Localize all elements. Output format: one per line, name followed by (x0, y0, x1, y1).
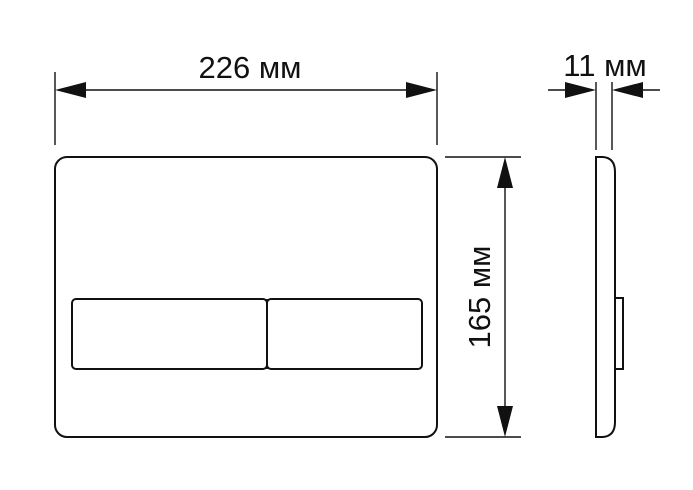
large-flush-button (266, 298, 423, 370)
depth-arrow-left (565, 82, 596, 98)
side-mounting-tab (615, 297, 624, 370)
height-arrow-top (497, 157, 513, 188)
width-arrow-right (406, 82, 437, 98)
flush-plate-outline (54, 156, 438, 438)
side-profile-outline (595, 156, 616, 438)
small-flush-button (71, 298, 268, 370)
width-arrow-left (55, 82, 86, 98)
width-label: 226 мм (199, 50, 302, 85)
height-arrow-bottom (497, 406, 513, 437)
depth-label: 11 мм (563, 48, 646, 83)
height-label: 165 мм (462, 246, 497, 349)
depth-arrow-right (612, 82, 643, 98)
